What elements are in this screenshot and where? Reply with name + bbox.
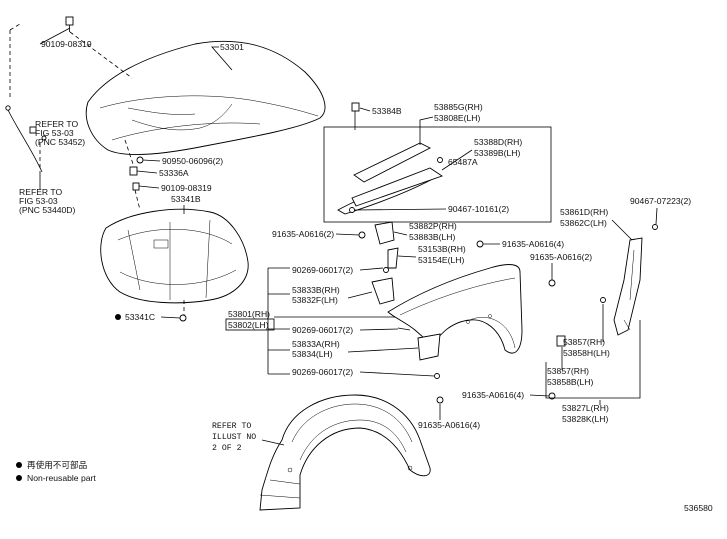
label-53833B: 53833B(RH) [292,285,340,295]
label-53833A: 53833A(RH) [292,339,340,349]
hood-stay-rod [7,109,43,173]
label-90950: 90950-06096(2) [162,156,223,166]
refer2-line3: (PNC 53440D) [19,205,75,215]
label-53857-b: 53857(RH) [547,366,589,376]
label-53828K: 53828K(LH) [562,414,608,424]
label-53341C: 53341C [125,312,155,322]
label-53861D: 53861D(RH) [560,207,608,217]
front-fender [387,264,523,354]
refer3-line2: ILLUST NO [212,433,256,442]
refer2-line2: FIG 53-03 [19,196,58,206]
label-90467-07223: 90467-07223(2) [630,196,691,206]
non-reusable-marker [115,314,121,320]
diagram-code: 536580 [684,503,713,513]
legend-bullet-en [16,475,22,481]
fender-side-seal [613,237,643,336]
refer-fig-line1: REFER TO [35,119,78,129]
refer-fig-line3: (PNC 53452) [35,137,85,147]
label-53801: 53801(RH) [228,309,270,319]
label-90269-06017-c: 90269-06017(2) [292,367,353,377]
refer3-line3: 2 OF 2 [212,444,242,453]
legend-jp: 再使用不可部品 [27,459,87,470]
highlight-53802 [225,318,275,331]
label-53388D: 53388D(RH) [474,137,522,147]
label-53808E: 53808E(LH) [434,113,480,123]
label-53832F: 53832F(LH) [292,295,338,305]
label-53883B: 53883B(LH) [409,232,455,242]
label-53862C: 53862C(LH) [560,218,607,228]
hood-insulator [100,208,249,304]
label-91635-A0616-4c: 91635-A0616(4) [418,420,480,430]
label-53885G: 53885G(RH) [434,102,483,112]
legend: 再使用不可部品 Non-reusable part [16,459,96,483]
refer2-line1: REFER TO [19,187,62,197]
label-53834: 53834(LH) [292,349,333,359]
label-90109-08319-top: 90109-08319 [41,39,92,49]
label-53389B: 53389B(LH) [474,148,520,158]
legend-bullet-jp [16,462,22,468]
label-91635-A0616-2a: 91635-A0616(2) [272,229,334,239]
label-53857-a: 53857(RH) [563,337,605,347]
label-65487A: 65487A [448,157,478,167]
label-53802: 53802(LH) [228,320,269,330]
refer-fig-line2: FIG 53-03 [35,128,74,138]
label-53154E: 53154E(LH) [418,255,464,265]
label-53858B: 53858B(LH) [547,377,593,387]
label-53882P: 53882P(RH) [409,221,457,231]
label-91635-A0616-4a: 91635-A0616(4) [502,239,564,249]
refer3-line1: REFER TO [212,422,251,431]
label-91635-A0616-2b: 91635-A0616(2) [530,252,592,262]
label-53341B: 53341B [171,194,201,204]
bumper-icon [29,126,47,141]
label-90269-06017-a: 90269-06017(2) [292,265,353,275]
label-90269-06017-b: 90269-06017(2) [292,325,353,335]
fender-bracket-upper [374,221,395,245]
label-53153B: 53153B(RH) [418,244,466,254]
label-53827L: 53827L(RH) [562,403,609,413]
label-53384B: 53384B [372,106,402,116]
hood-panel [85,40,326,156]
label-53301: 53301 [220,42,244,52]
label-53858H: 53858H(LH) [563,348,610,358]
label-90467-10161: 90467-10161(2) [448,204,509,214]
label-91635-A0616-4b: 91635-A0616(4) [462,390,524,400]
legend-en: Non-reusable part [27,473,96,483]
seal-group-box [323,126,552,223]
hood-seal-parts [337,142,444,215]
label-53336A: 53336A [159,168,189,178]
fender-liner [259,394,431,511]
fender-bracket-mid [371,277,395,305]
label-90109-08319-mid: 90109-08319 [161,183,212,193]
fender-bracket-lower [417,333,441,361]
